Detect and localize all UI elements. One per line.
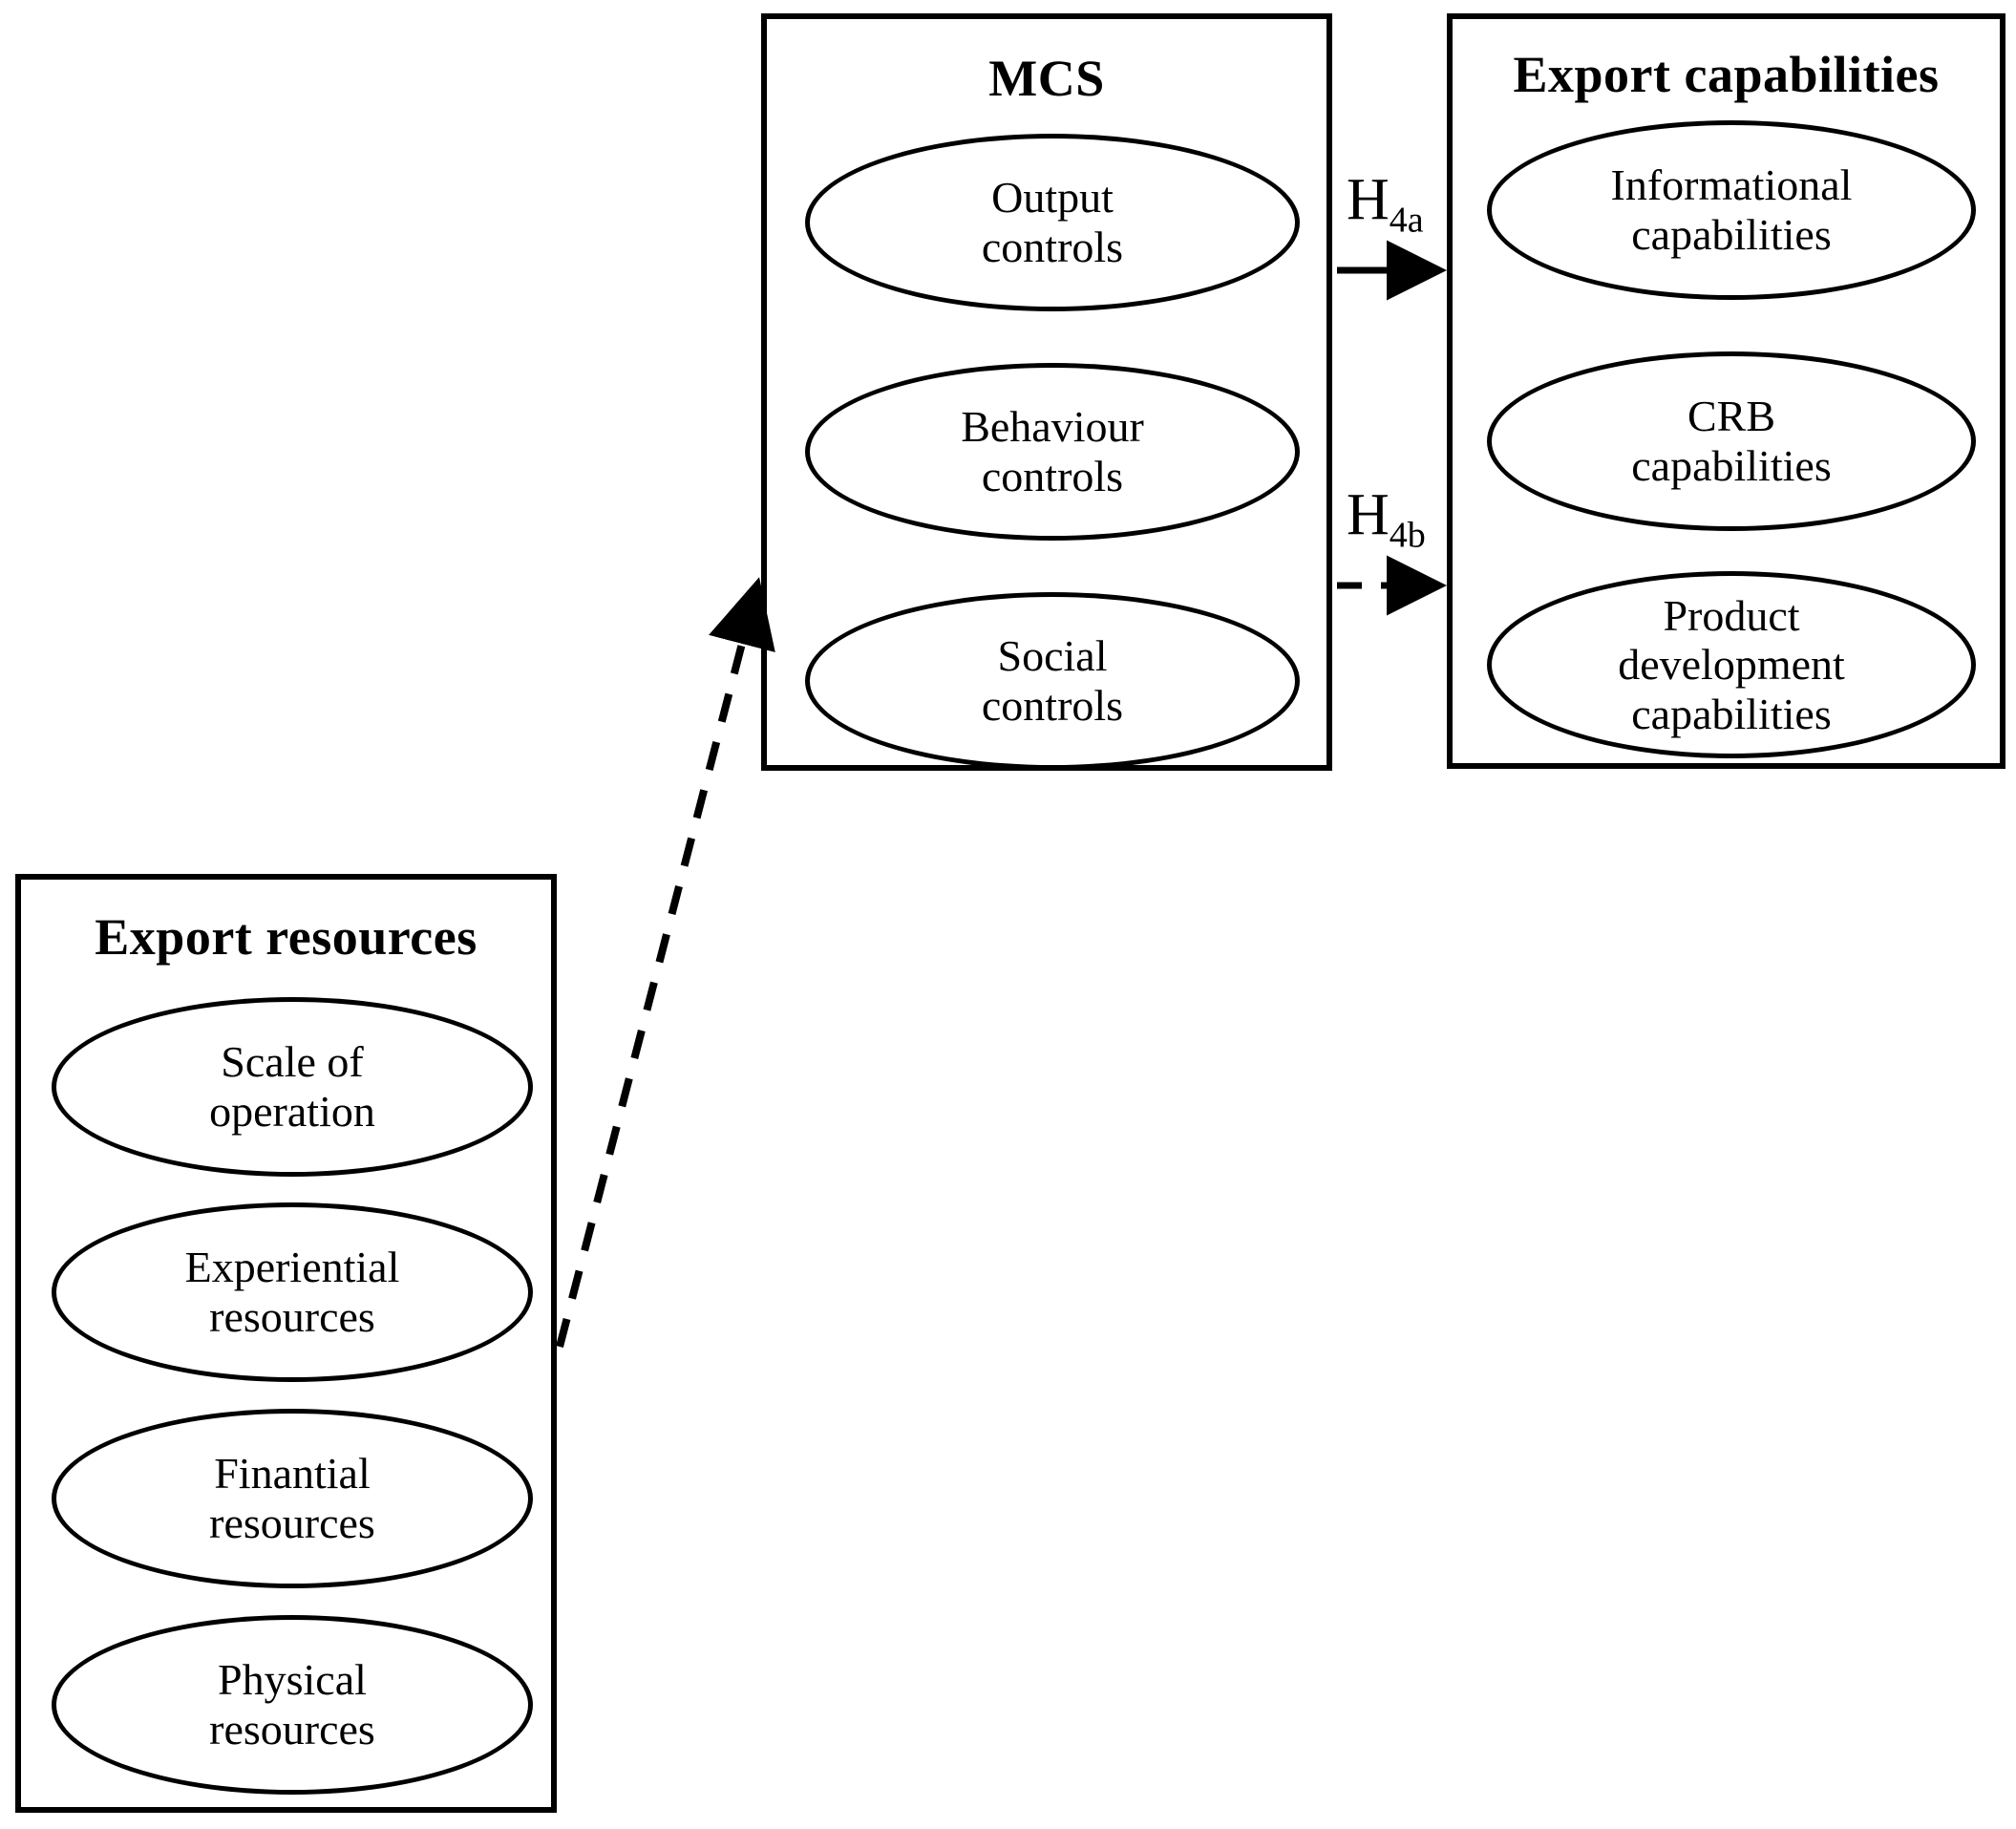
node-output-controls[interactable]: Output controls	[805, 134, 1300, 311]
node-product-development-capabilities[interactable]: Product development capabilities	[1487, 571, 1976, 758]
node-label-output-controls: Output controls	[981, 173, 1124, 271]
node-crb-capabilities[interactable]: CRB capabilities	[1487, 351, 1976, 531]
group-box-mcs: MCS Output controls Behaviour controls S…	[761, 13, 1332, 771]
node-label-experiential-resources: Experiential resources	[184, 1243, 400, 1341]
group-title-export-resources: Export resources	[95, 908, 477, 966]
connector-resources-to-mcs-line	[556, 577, 775, 1349]
node-label-social-controls: Social controls	[981, 631, 1124, 730]
group-title-export-capabilities: Export capabilities	[1513, 46, 1940, 103]
group-box-export-capabilities: Export capabilities Informational capabi…	[1447, 13, 2005, 769]
hypothesis-h4a-sub: 4a	[1389, 200, 1424, 241]
hypothesis-h4b-main: H	[1347, 482, 1390, 547]
group-title-mcs: MCS	[988, 50, 1105, 107]
hypothesis-h4a-main: H	[1347, 167, 1390, 232]
node-label-physical-resources: Physical resources	[209, 1655, 375, 1754]
node-behaviour-controls[interactable]: Behaviour controls	[805, 363, 1300, 541]
node-label-behaviour-controls: Behaviour controls	[961, 402, 1144, 500]
node-label-crb-capabilities: CRB capabilities	[1631, 392, 1832, 490]
node-label-finantial-resources: Finantial resources	[209, 1449, 375, 1547]
node-social-controls[interactable]: Social controls	[805, 592, 1300, 770]
node-label-scale-of-operation: Scale of operation	[209, 1037, 375, 1136]
node-informational-capabilities[interactable]: Informational capabilities	[1487, 120, 1976, 300]
node-scale-of-operation[interactable]: Scale of operation	[52, 997, 533, 1177]
group-box-export-resources: Export resources Scale of operation Expe…	[15, 874, 557, 1813]
hypothesis-label-h4a: H4a	[1347, 170, 1424, 238]
node-label-product-development-capabilities: Product development capabilities	[1618, 590, 1845, 738]
hypothesis-h4b-sub: 4b	[1389, 515, 1426, 556]
node-label-informational-capabilities: Informational capabilities	[1610, 160, 1853, 259]
node-experiential-resources[interactable]: Experiential resources	[52, 1202, 533, 1382]
node-finantial-resources[interactable]: Finantial resources	[52, 1409, 533, 1588]
node-physical-resources[interactable]: Physical resources	[52, 1615, 533, 1795]
hypothesis-label-h4b: H4b	[1347, 485, 1426, 553]
